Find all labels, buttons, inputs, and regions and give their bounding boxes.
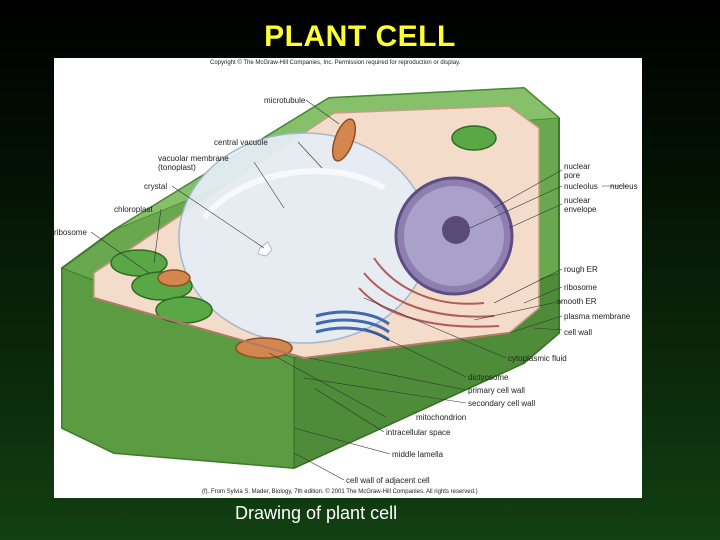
plasma-membrane: [93, 297, 510, 360]
label-nucleus: nucleus: [610, 182, 638, 191]
label-central-vacuole: central vacuole: [214, 138, 268, 147]
crystal-shape: [257, 241, 273, 257]
label-secondary-cell-wall: secondary cell wall: [468, 399, 536, 408]
plant-cell-illustration: [61, 86, 626, 481]
label-intracellular-space: intracellular space: [386, 428, 451, 437]
dictyosome-shape: [315, 310, 390, 342]
slide-caption: Drawing of plant cell: [235, 503, 398, 523]
label-mitochondrion: mitochondrion: [416, 413, 467, 422]
copyright-notice: Copyright © The McGraw-Hill Companies, I…: [210, 60, 461, 66]
label-dictyosome: dictyosome: [468, 373, 509, 382]
label-rough-er: rough ER: [564, 265, 598, 274]
label-nucleolus: nucleolus: [564, 182, 598, 191]
nucleolus-shape: [442, 216, 470, 244]
label-cytoplasmic-fluid: cytoplasmic fluid: [508, 354, 567, 363]
label-smooth-er: smooth ER: [557, 297, 597, 306]
label-cell-wall-adjacent: cell wall of adjacent cell: [346, 476, 430, 485]
label-microtubule: microtubule: [264, 96, 306, 105]
label-nuclear-envelope: nuclear envelope: [564, 196, 597, 214]
label-vacuolar-membrane: vacuolar membrane (tonoplast): [158, 154, 229, 172]
label-crystal: crystal: [144, 182, 168, 191]
label-middle-lamella: middle lamella: [392, 450, 444, 459]
label-cell-wall: cell wall: [564, 328, 593, 337]
label-nuclear-pore: nuclear pore: [564, 162, 591, 180]
slide-title: PLANT CELL: [264, 20, 456, 53]
chloroplast-group: [110, 125, 497, 324]
plant-cell-figure: Copyright © The McGraw-Hill Companies, I…: [54, 58, 642, 498]
vacuole-highlight: [201, 168, 386, 220]
label-ribosome-right: ribosome: [564, 283, 597, 292]
leader-lines: [90, 99, 626, 481]
label-primary-cell-wall: primary cell wall: [468, 386, 525, 395]
label-chloroplast: chloroplast: [114, 205, 153, 214]
label-ribosome-left: ribosome: [54, 228, 87, 237]
source-credit: (f). From Sylvia S. Mader, Biology, 7th …: [202, 489, 478, 495]
label-plasma-membrane: plasma membrane: [564, 312, 631, 321]
